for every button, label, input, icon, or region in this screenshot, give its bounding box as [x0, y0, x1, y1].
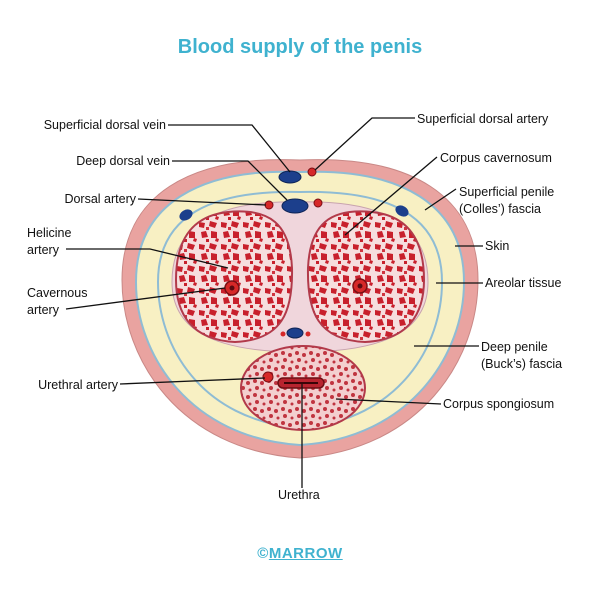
diagram-title: Blood supply of the penis: [177, 36, 423, 58]
left-corpus-cavernosum: [174, 210, 294, 344]
dorsal-artery-right: [313, 198, 323, 208]
label-superficial-penile-fascia-line1: Superficial penile: [459, 185, 555, 199]
label-urethra: Urethra: [278, 488, 320, 502]
label-deep-penile-fascia-line1: Deep penile: [481, 340, 548, 354]
ventral-vein: [286, 327, 304, 339]
lateral-vein-left: [179, 209, 193, 221]
copyright-symbol: ©: [257, 545, 269, 562]
label-superficial-dorsal-artery: Superficial dorsal artery: [417, 112, 549, 126]
superficial-dorsal-vein: [278, 170, 302, 184]
dorsal-artery-left: [264, 200, 274, 210]
label-cavernous-artery-line1: Cavernous: [27, 286, 88, 300]
label-superficial-penile-fascia-line2: (Colles’) fascia: [459, 202, 541, 216]
label-deep-penile-fascia-line2: (Buck’s) fascia: [481, 357, 563, 371]
right-corpus-cavernosum: [306, 210, 426, 344]
label-areolar-tissue: Areolar tissue: [485, 276, 562, 290]
label-superficial-dorsal-vein: Superficial dorsal vein: [43, 118, 166, 132]
label-helicine-artery-line2: artery: [27, 243, 59, 257]
label-helicine-artery-line1: Helicine: [27, 226, 72, 240]
lateral-vein-right: [395, 205, 409, 217]
copyright-credit: ©MARROW: [0, 545, 600, 562]
label-urethral-artery: Urethral artery: [38, 378, 118, 392]
brand-logo-text: MARROW: [268, 545, 343, 562]
label-dorsal-artery: Dorsal artery: [64, 192, 136, 206]
label-cavernous-artery-line2: artery: [27, 303, 59, 317]
superficial-dorsal-artery: [307, 167, 317, 177]
label-corpus-cavernosum: Corpus cavernosum: [440, 151, 552, 165]
deep-dorsal-vein: [281, 198, 309, 214]
leader-lines: [65, 117, 483, 488]
urethral-artery: [262, 371, 274, 383]
label-skin: Skin: [485, 239, 510, 253]
label-deep-dorsal-vein: Deep dorsal vein: [76, 154, 170, 168]
label-corpus-spongiosum: Corpus spongiosum: [443, 397, 555, 411]
